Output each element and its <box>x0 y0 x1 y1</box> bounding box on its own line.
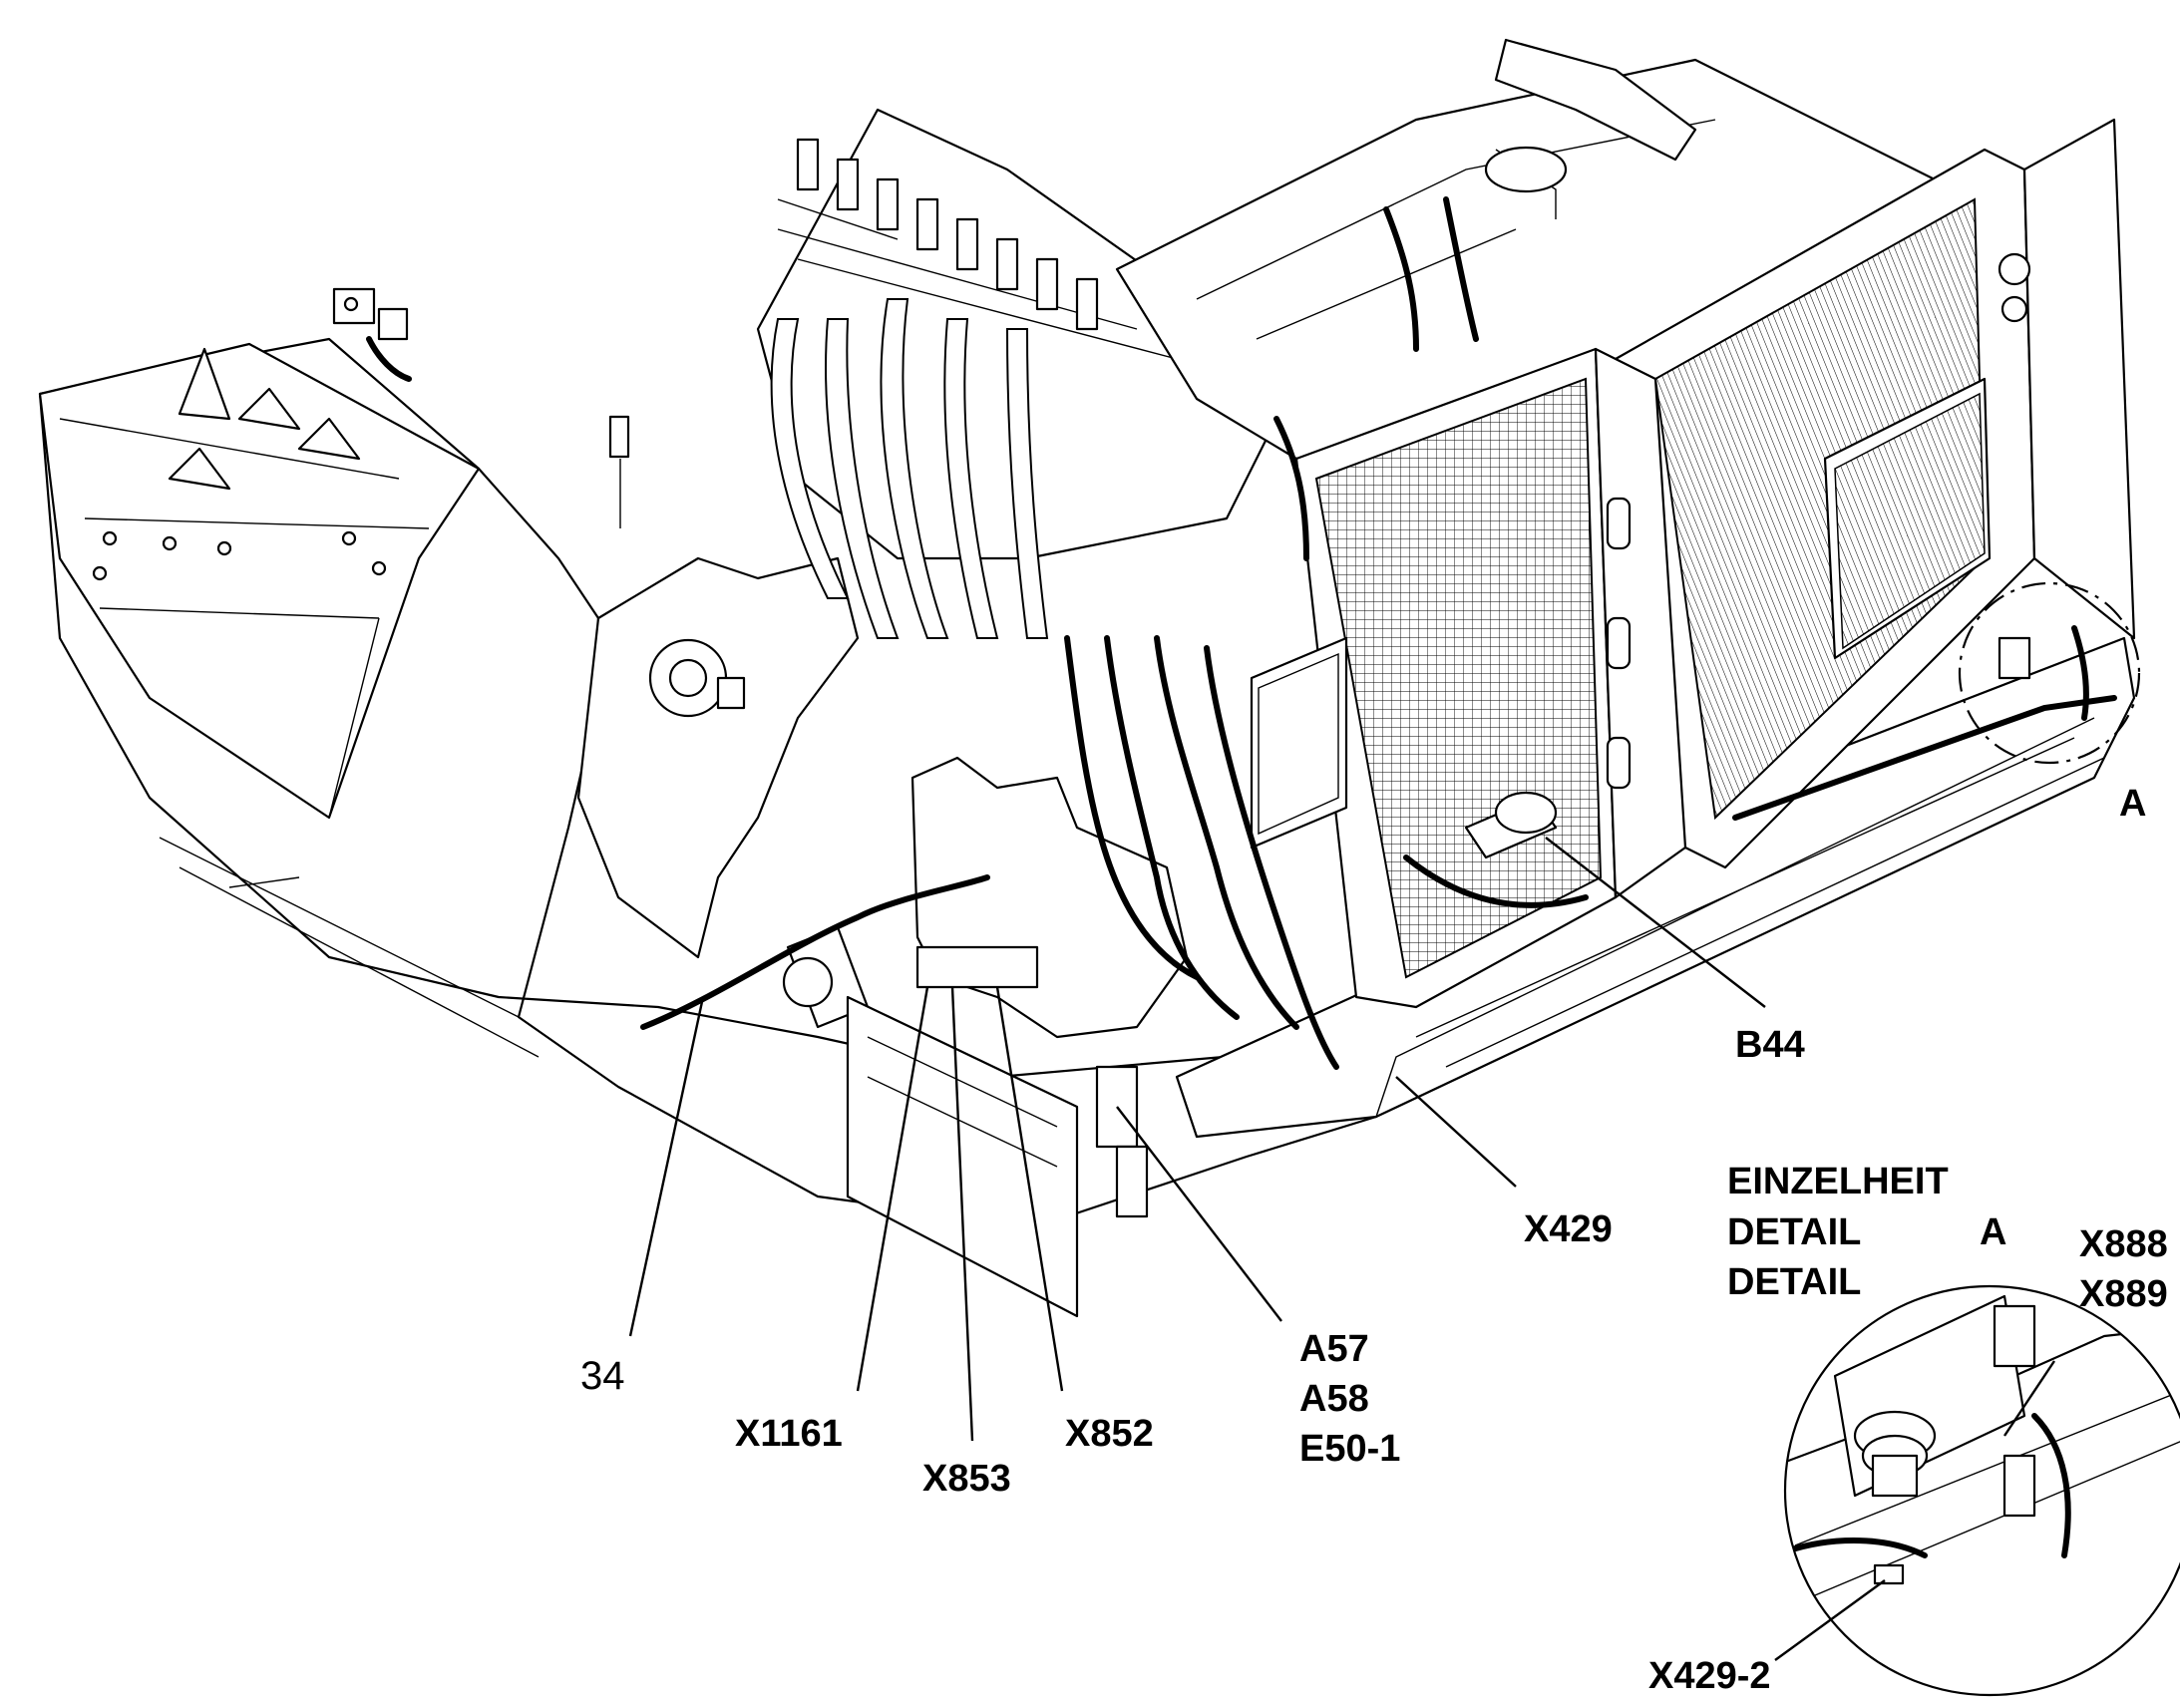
label-b44: B44 <box>1735 1024 1805 1066</box>
label-a: A <box>2119 783 2146 825</box>
label-a57: A57 <box>1299 1328 1369 1370</box>
articulation-plate <box>576 556 860 959</box>
valve-bank <box>756 108 1288 639</box>
leader-lines <box>628 837 2055 1661</box>
sensor-post <box>608 415 630 528</box>
label-e50-1: E50-1 <box>1299 1428 1400 1470</box>
label-x852: X852 <box>1065 1413 1154 1455</box>
detail-a-marker <box>1958 581 2141 765</box>
machine-drawing <box>38 38 2141 1318</box>
label-a58: A58 <box>1299 1378 1369 1420</box>
detail-heading-line-1: EINZELHEIT <box>1727 1161 1949 1202</box>
label-x853: X853 <box>922 1458 1011 1500</box>
detail-heading-line-3: DETAIL <box>1727 1261 1861 1303</box>
label-34: 34 <box>580 1354 625 1398</box>
cooler-package <box>1614 118 2136 869</box>
label-x889: X889 <box>2079 1273 2168 1315</box>
fuel-filter <box>1464 791 1558 859</box>
detail-a-inset <box>1783 1284 2180 1697</box>
front-plate-brackets <box>92 347 387 581</box>
detail-letter: A <box>1980 1211 2006 1253</box>
control-unit-box <box>1250 636 1348 850</box>
label-x888: X888 <box>2079 1223 2168 1265</box>
lamp-bracket <box>332 287 409 341</box>
callout-labels: A B44 X429 EINZELHEIT DETAIL DETAIL A X8… <box>580 783 2168 1697</box>
cable-bracket-frame <box>782 756 1189 1318</box>
detail-heading-line-2: DETAIL <box>1727 1211 1861 1253</box>
label-x429: X429 <box>1524 1208 1613 1250</box>
label-x1161: X1161 <box>735 1413 843 1455</box>
label-x429-2: X429-2 <box>1648 1655 1771 1697</box>
front-frame-plate <box>38 342 481 820</box>
